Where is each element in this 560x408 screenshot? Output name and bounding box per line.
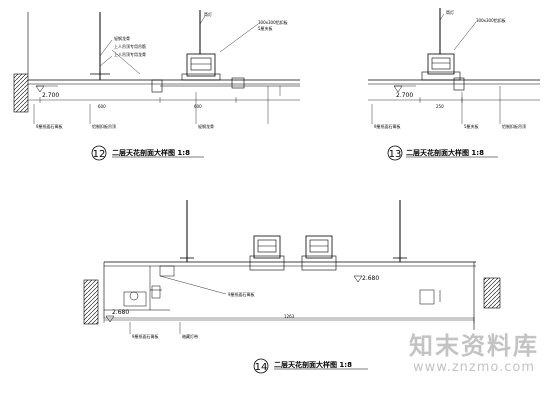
note-light: 筒灯 xyxy=(446,9,454,15)
downlight-icon xyxy=(186,53,216,77)
note: 300x300铝扣板 xyxy=(476,17,506,23)
elevation-label: 2.700 xyxy=(42,92,59,99)
note: 5厘夹板 xyxy=(464,123,479,129)
note-light: 筒灯 xyxy=(204,11,212,17)
note: 铝制扣板吊顶 xyxy=(502,123,526,129)
wall-hatch xyxy=(483,277,501,309)
wall-hatch xyxy=(83,279,99,325)
note: 暗藏灯带 xyxy=(182,333,198,339)
note: 5厘夹板 xyxy=(258,25,273,31)
downlight-icon xyxy=(253,235,281,259)
note: 9厘纸面石膏板 xyxy=(374,123,401,129)
detail-13: 2.700 250 筒灯 300x300铝扣板 9厘纸面石膏板 5厘夹板 铝制扣… xyxy=(368,8,540,161)
detail-title: 二层天花剖面大样图 1:8 xyxy=(406,148,484,157)
watermark: 知末资料库 www.znzmo.com xyxy=(388,326,560,408)
downlight-icon xyxy=(305,235,333,259)
note: 上人吊顶专用龙骨 xyxy=(114,51,146,57)
note: 铝制扣板吊顶 xyxy=(92,123,116,129)
detail-number: 13 xyxy=(389,149,402,160)
detail-title: 二层天花剖面大样图 1:8 xyxy=(112,148,190,157)
dim-label: 600 xyxy=(194,104,202,109)
dim-label: 1263 xyxy=(284,314,295,319)
detail-12: 2.700 600 600 筒灯 轻钢龙骨 上人吊顶专用吊筋 上人吊顶专用龙骨 … xyxy=(13,10,300,161)
note: 9厘纸面石膏板 xyxy=(36,123,63,129)
detail-number: 14 xyxy=(255,362,268,373)
wall-hatch xyxy=(13,73,29,113)
watermark-url: www.znzmo.com xyxy=(412,360,535,375)
detail-14: 2.680 2.680 1263 9厘纸面石膏板 9厘纸面石膏板 暗藏灯带 14… xyxy=(83,200,501,374)
elevation-label: 2.680 xyxy=(362,275,379,282)
note: 300x300铝扣板 xyxy=(258,19,288,25)
watermark-main: 知末资料库 xyxy=(409,332,539,360)
elevation-label: 2.680 xyxy=(112,309,129,316)
note: 轻钢龙骨 xyxy=(198,123,214,129)
detail-number-badge xyxy=(253,358,269,374)
elevation-label: 2.700 xyxy=(396,92,413,99)
dim-label: 600 xyxy=(98,104,106,109)
note: 9厘纸面石膏板 xyxy=(228,291,255,297)
note: 轻钢龙骨 xyxy=(114,35,130,41)
detail-number: 12 xyxy=(93,149,106,160)
dim-label: 250 xyxy=(436,104,444,109)
note: 上人吊顶专用吊筋 xyxy=(114,43,146,49)
detail-title: 二层天花剖面大样图 1:8 xyxy=(274,360,352,369)
detail-number-badge xyxy=(387,145,403,161)
detail-number-badge xyxy=(91,145,107,161)
note: 9厘纸面石膏板 xyxy=(132,333,159,339)
